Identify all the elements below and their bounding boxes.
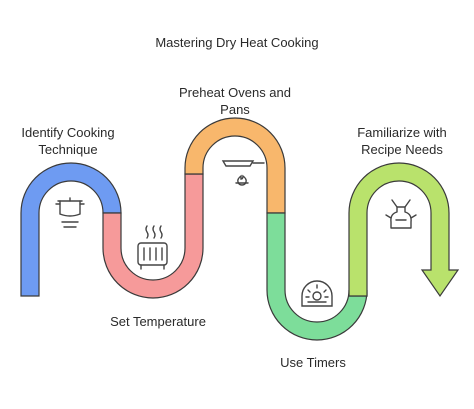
step-3-label: Preheat Ovens and Pans — [160, 84, 310, 118]
pan-flame-icon — [221, 160, 265, 186]
toaster-heat-icon — [137, 225, 168, 270]
step-2-segment — [102, 173, 204, 299]
step-5-label: Familiarize with Recipe Needs — [332, 124, 472, 158]
timer-icon — [301, 280, 333, 307]
pot-icon — [55, 197, 85, 228]
step-1-label-line2: Technique — [38, 142, 98, 157]
step-5-label-line2: Recipe Needs — [361, 142, 443, 157]
step-1-segment — [20, 162, 122, 297]
step-1-label-line1: Identify Cooking — [21, 125, 115, 140]
step-3-label-line2: Pans — [220, 102, 250, 117]
step-1-label: Identify Cooking Technique — [4, 124, 132, 158]
apron-icon — [385, 199, 417, 229]
step-5-segment — [348, 162, 460, 298]
step-2-label: Set Temperature — [110, 314, 206, 329]
step-5-label-line1: Familiarize with — [357, 125, 447, 140]
step-3-label-line1: Preheat Ovens and — [178, 85, 292, 100]
step-3-segment — [184, 117, 286, 214]
step-4-label: Use Timers — [280, 355, 346, 370]
diagram-title: Mastering Dry Heat Cooking — [155, 35, 319, 50]
